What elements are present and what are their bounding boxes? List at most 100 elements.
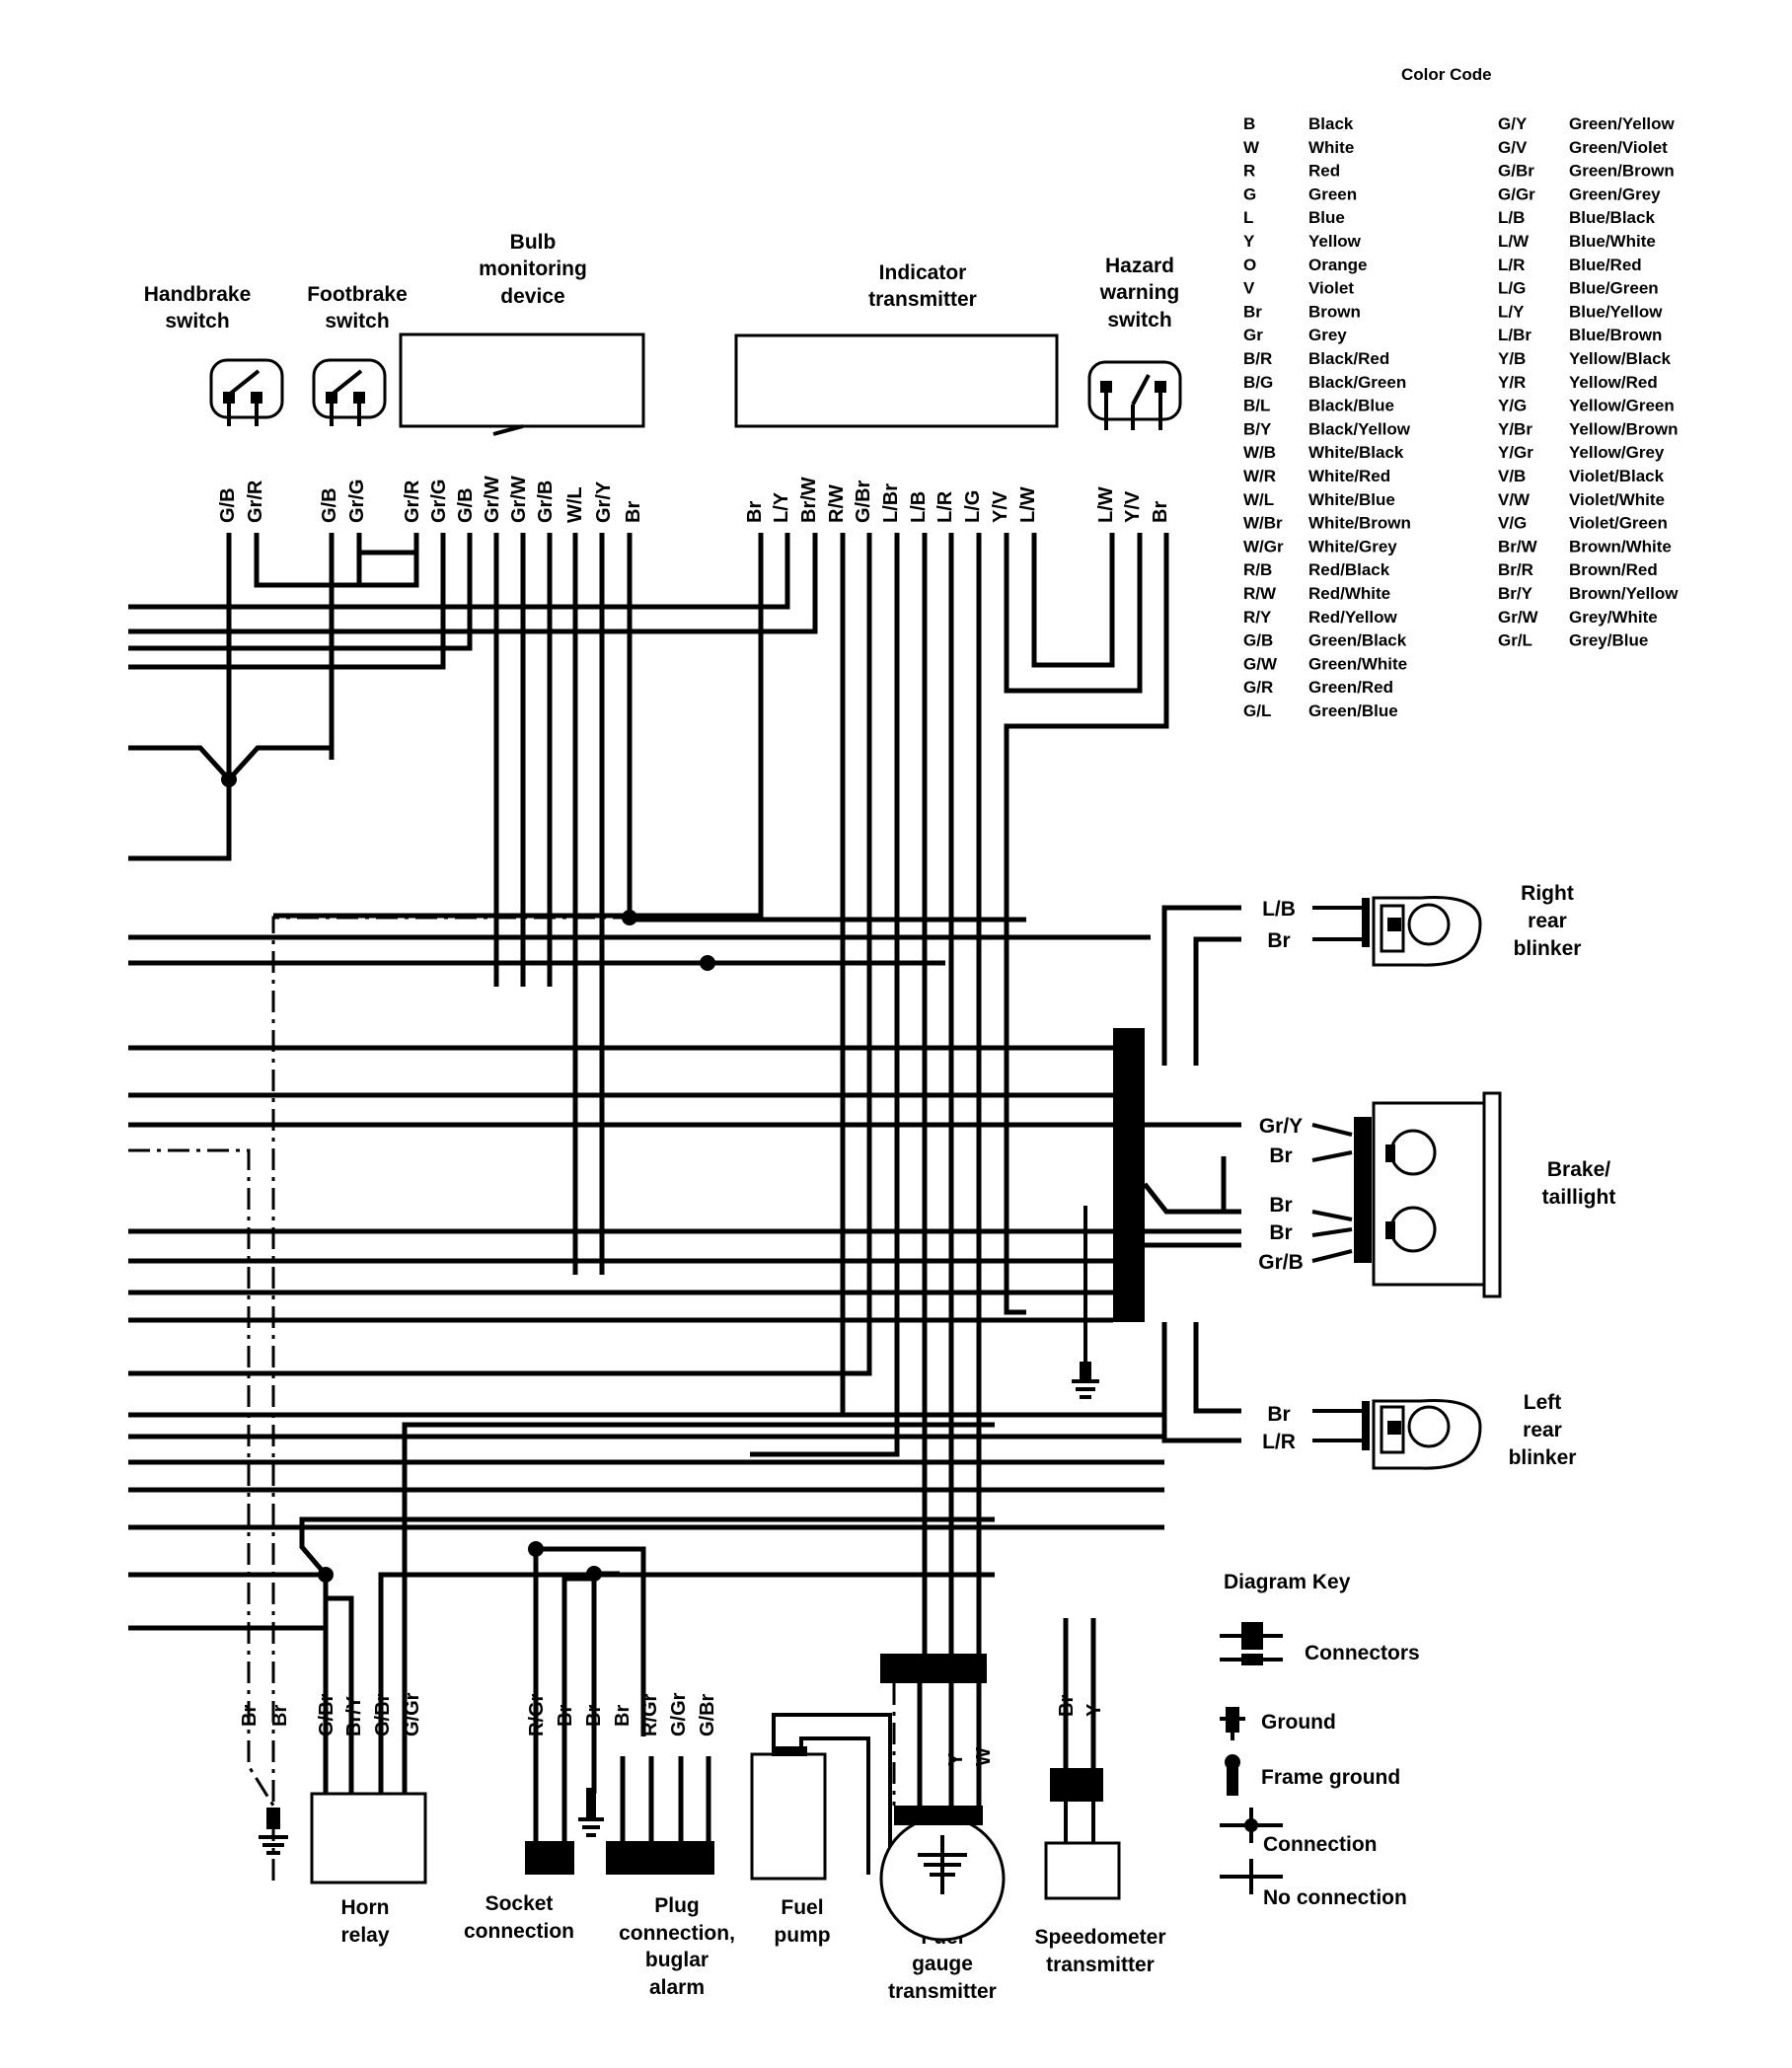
color-code-abbrev: Br/W: [1498, 537, 1538, 555]
brake-wire-br-1: Br: [1269, 1145, 1292, 1167]
color-code-abbrev: Br: [1243, 302, 1262, 321]
color-code-abbrev: L: [1243, 208, 1253, 227]
svg-text:transmitter: transmitter: [1046, 1954, 1155, 1976]
svg-text:transmitter: transmitter: [888, 1980, 997, 2003]
fuel-pump: [750, 1713, 892, 1890]
svg-text:L/Y: L/Y: [771, 491, 792, 523]
color-code-abbrev: O: [1243, 256, 1256, 274]
junction-dot: [700, 955, 715, 971]
svg-text:Handbrake: Handbrake: [144, 283, 252, 306]
svg-text:blinker: blinker: [1514, 937, 1582, 960]
svg-text:G/B: G/B: [319, 487, 340, 523]
color-code-name: Red: [1308, 162, 1340, 181]
color-code-name: Orange: [1308, 256, 1368, 274]
speedometer-transmitter: Br Y: [1044, 1618, 1121, 1900]
rear-harness-connector: [1113, 1028, 1145, 1322]
horn-relay-ground: [259, 1808, 288, 1855]
svg-text:pump: pump: [774, 1924, 830, 1947]
right-rear-blinker-label: Right rear blinker: [1514, 882, 1582, 960]
color-code-abbrev: G: [1243, 185, 1256, 203]
svg-text:Gr/R: Gr/R: [402, 480, 423, 523]
fuel-gauge-transmitter: Y W: [879, 1654, 1006, 1942]
wire-harness: [128, 424, 1169, 1677]
color-code-name: Blue/Brown: [1569, 326, 1662, 344]
svg-text:Horn: Horn: [341, 1896, 390, 1919]
right-rear-blinker: L/B Br: [1161, 896, 1482, 1066]
key-connectors: Connectors: [1220, 1622, 1420, 1665]
horn-relay: Br Br G/Br Br/Y G/Br G/Gr: [128, 1422, 995, 1884]
color-code-name: Blue/Green: [1569, 279, 1659, 298]
color-code-abbrev: B/L: [1243, 397, 1270, 415]
color-code-name: White/Grey: [1308, 537, 1397, 555]
ground-symbol-rear: [1072, 1206, 1099, 1399]
color-code-name: Yellow/Grey: [1569, 443, 1665, 462]
speedo-wire-br: Br: [1056, 1695, 1078, 1717]
color-code-name: Black/Yellow: [1308, 419, 1411, 438]
svg-text:G/Br: G/Br: [316, 1693, 337, 1736]
key-connection: Connection: [1220, 1808, 1378, 1856]
svg-text:blinker: blinker: [1509, 1446, 1577, 1469]
svg-text:relay: relay: [340, 1924, 389, 1947]
color-code-abbrev: Br/R: [1498, 560, 1533, 579]
color-code-abbrev: Gr/L: [1498, 631, 1532, 650]
svg-text:Br: Br: [744, 501, 766, 523]
svg-text:connection: connection: [464, 1920, 574, 1943]
color-code-abbrev: Y/G: [1498, 397, 1527, 415]
color-code-abbrev: G/Gr: [1498, 185, 1535, 203]
svg-text:switch: switch: [165, 310, 229, 332]
svg-text:Gr/W: Gr/W: [482, 476, 503, 523]
svg-text:taillight: taillight: [1542, 1186, 1616, 1209]
color-code-name: Grey: [1308, 326, 1347, 344]
svg-text:Gr/G: Gr/G: [346, 480, 368, 523]
bulb-monitoring-device-box: [399, 332, 645, 428]
color-code-name: Red/Yellow: [1308, 608, 1398, 627]
color-code-name: Green/White: [1308, 654, 1407, 673]
svg-text:Y/V: Y/V: [990, 490, 1011, 523]
color-code-abbrev: L/Y: [1498, 302, 1525, 321]
svg-text:L/Br: L/Br: [880, 483, 902, 523]
color-code-name: Black/Red: [1308, 349, 1389, 368]
brake-taillight-label: Brake/ taillight: [1542, 1158, 1616, 1209]
color-code-name: Green/Red: [1308, 678, 1393, 697]
color-code-abbrev: W/R: [1243, 467, 1276, 485]
svg-text:switch: switch: [1107, 309, 1171, 332]
plug-connection-label: Plug connection, buglar alarm: [619, 1894, 735, 1999]
svg-text:Hazard: Hazard: [1105, 255, 1174, 277]
brake-wire-grb: Gr/B: [1258, 1251, 1304, 1274]
color-code-name: White/Red: [1308, 467, 1390, 485]
svg-text:G/Br: G/Br: [697, 1693, 718, 1736]
color-code-abbrev: G/R: [1243, 678, 1273, 697]
svg-text:Y/V: Y/V: [1122, 490, 1144, 523]
socket-ground: [578, 1788, 604, 1837]
svg-text:R/Gr: R/Gr: [639, 1693, 661, 1736]
junction-dot: [622, 910, 637, 925]
color-code-name: Yellow: [1308, 232, 1362, 251]
brake-wire-br-2: Br: [1269, 1194, 1292, 1217]
key-frame-ground: Frame ground: [1225, 1754, 1400, 1796]
svg-text:Right: Right: [1521, 882, 1574, 905]
color-code-abbrev: V: [1243, 279, 1255, 298]
color-code-name: Green/Yellow: [1569, 114, 1676, 133]
color-code-abbrev: G/Y: [1498, 114, 1528, 133]
color-code-abbrev: R/B: [1243, 560, 1272, 579]
color-code-name: Green: [1308, 185, 1357, 203]
svg-text:Socket: Socket: [485, 1892, 554, 1915]
hazard-wire-labels: L/W Y/V Br: [1095, 486, 1171, 523]
color-code-abbrev: W/Gr: [1243, 537, 1284, 555]
svg-text:Gr/B: Gr/B: [535, 480, 557, 523]
right-blinker-wire-br: Br: [1267, 929, 1290, 952]
color-code-abbrev: R/Y: [1243, 608, 1272, 627]
svg-text:Gr/R: Gr/R: [245, 480, 266, 523]
left-rear-blinker: Br L/R: [1161, 1322, 1482, 1470]
footbrake-wire-labels: G/B Gr/G: [319, 480, 368, 523]
color-code-name: Blue/Yellow: [1569, 302, 1663, 321]
bulb-monitoring-device-label: Bulb monitoring device: [479, 231, 587, 308]
svg-text:L/W: L/W: [1095, 486, 1117, 523]
color-code-name: Black: [1308, 114, 1354, 133]
color-code-name: Violet: [1308, 279, 1354, 298]
frame-ground-line-1: [271, 916, 630, 1881]
color-code-abbrev: L/R: [1498, 256, 1525, 274]
color-code-name: Blue: [1308, 208, 1345, 227]
color-code-name: White/Blue: [1308, 490, 1395, 509]
